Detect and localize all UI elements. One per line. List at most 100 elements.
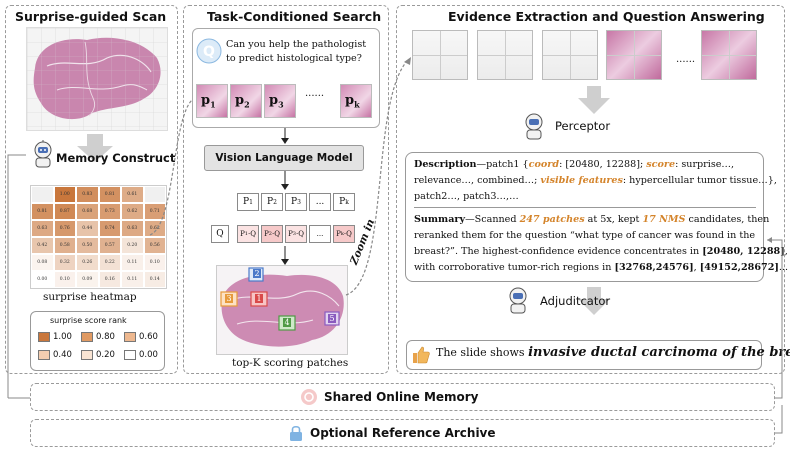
evidence-panel-title: Evidence Extraction and Question Answeri… <box>448 9 765 24</box>
heatmap-cell: 0.50 <box>76 237 99 254</box>
patch-query-token: ... <box>309 225 331 243</box>
summary-l1a: —Scanned <box>465 214 520 225</box>
coord-label: coord <box>528 159 560 170</box>
heatmap-cell: 0.11 <box>121 254 144 271</box>
arrow-to-vlm <box>281 128 289 144</box>
shared-memory-label: Shared Online Memory <box>324 390 479 404</box>
legend-label: 0.00 <box>139 350 158 360</box>
heatmap-cell: 0.44 <box>76 220 99 237</box>
robot-icon <box>34 140 52 168</box>
svg-text:Q: Q <box>203 44 215 60</box>
patch-query-sub: 2 <box>268 231 272 237</box>
down-arrow-icon-adjudicator <box>578 287 610 315</box>
heatmap-cell: 0.81 <box>31 203 54 220</box>
thumbs-up-icon <box>413 346 430 364</box>
patches-ellipsis: ...... <box>305 88 325 99</box>
reference-archive-label: Optional Reference Archive <box>310 426 496 440</box>
scan-panel <box>5 5 178 374</box>
heatmap-cell: 0.87 <box>53 203 76 220</box>
perceptor-label: Perceptor <box>555 119 611 133</box>
legend-swatch <box>124 332 136 342</box>
heatmap-cell: 0.76 <box>53 220 76 237</box>
legend-title: surprise score rank <box>50 316 127 325</box>
heatmap-cell: 0.10 <box>143 254 166 271</box>
description-l1b: : [20480, 12288]; <box>559 159 647 170</box>
topk-caption: top-K scoring patches <box>232 357 349 369</box>
patch-thumbnail: p1 <box>196 84 228 118</box>
summary-l3b: , <box>784 246 788 257</box>
vlm-box: Vision Language Model <box>204 145 364 171</box>
heatmap-cell: 0.22 <box>98 254 121 271</box>
patch-label-sub: 1 <box>210 99 216 110</box>
description-line-3: patch2…, patch3…,… <box>414 191 519 202</box>
topk-label-1: 1 <box>255 294 263 303</box>
patch-token-sub: k <box>345 198 349 206</box>
heatmap-cell: 0.58 <box>53 237 76 254</box>
patch-thumbnail: p2 <box>230 84 262 118</box>
patch-label: p1 <box>201 93 216 110</box>
robot-icon-perceptor <box>525 113 543 140</box>
search-panel-title: Task-Conditioned Search <box>207 9 382 24</box>
lock-icon <box>290 425 302 441</box>
answer-main: invasive ductal carcinoma of the breast <box>528 345 790 360</box>
summary-line-1: Summary—Scanned 247 patches at 5x, kept … <box>414 212 769 227</box>
heatmap-cell: 0.71 <box>143 203 166 220</box>
heatmap-caption: surprise heatmap <box>43 291 137 303</box>
patch-query-sub: 3 <box>292 231 296 237</box>
question-box <box>192 28 380 128</box>
topk-label-3: 3 <box>225 294 233 303</box>
heatmap-cell: 0.00 <box>31 271 54 288</box>
summary-l1c: candidates, then <box>685 214 770 225</box>
thumbnail-grid <box>607 31 661 79</box>
evidence-thumbnail <box>542 30 598 80</box>
memory-icon <box>301 389 317 405</box>
legend-swatch <box>38 332 50 342</box>
heatmap-cell: 0.57 <box>98 237 121 254</box>
topk-label-4: 4 <box>283 318 291 327</box>
thumbnail-grid <box>478 31 532 79</box>
description-lead: Description <box>414 159 477 170</box>
scan-panel-title: Surprise-guided Scan <box>15 9 167 24</box>
wsi-slide <box>26 27 168 131</box>
wsi-tissue <box>27 28 167 130</box>
topk-label-5: 5 <box>328 314 336 323</box>
query-icon: Q <box>196 38 222 64</box>
down-arrow-icon <box>77 134 113 162</box>
legend-label: 0.40 <box>53 350 72 360</box>
topk-slide <box>216 265 348 355</box>
evidence-thumbnail <box>701 30 757 80</box>
memory-construct-label: Memory Construct <box>56 151 176 165</box>
patch-token: ... <box>309 193 331 211</box>
answer-box <box>406 340 762 370</box>
heatmap-cell: 0.11 <box>121 271 144 288</box>
score-legend <box>30 311 165 371</box>
summary-coord-3: [49152,28672] <box>699 262 779 273</box>
patch-label: p2 <box>235 93 250 110</box>
legend-swatch <box>81 350 93 360</box>
summary-line-3: breast?”. The highest-confidence evidenc… <box>414 244 788 259</box>
summary-l4c: ... <box>778 262 789 273</box>
summary-line-2: reranked them for the question “what typ… <box>414 230 756 241</box>
summary-lead: Summary <box>414 214 466 225</box>
description-line-2: relevance…, combined…; visible features:… <box>414 173 777 188</box>
summary-line-4: with corroborative tumor-rich regions in… <box>414 260 788 275</box>
reference-archive-bar <box>30 419 775 447</box>
heatmap-cell: 0.08 <box>31 254 54 271</box>
description-l2b: : hypercellular tumor tissue…}, <box>622 175 777 186</box>
heatmap-cell: 1.00 <box>53 186 76 203</box>
search-panel <box>183 5 389 374</box>
thumbnail-grid <box>413 31 467 79</box>
summary-coord-2: [32768,24576] <box>614 262 694 273</box>
robot-icon-adjudicator <box>509 287 527 314</box>
heatmap-cell: 0.32 <box>53 254 76 271</box>
description-l1c: : surprise…, <box>675 159 735 170</box>
heatmap-cell <box>31 186 54 203</box>
heatmap-cell: 0.26 <box>76 254 99 271</box>
evidence-divider <box>414 207 756 208</box>
